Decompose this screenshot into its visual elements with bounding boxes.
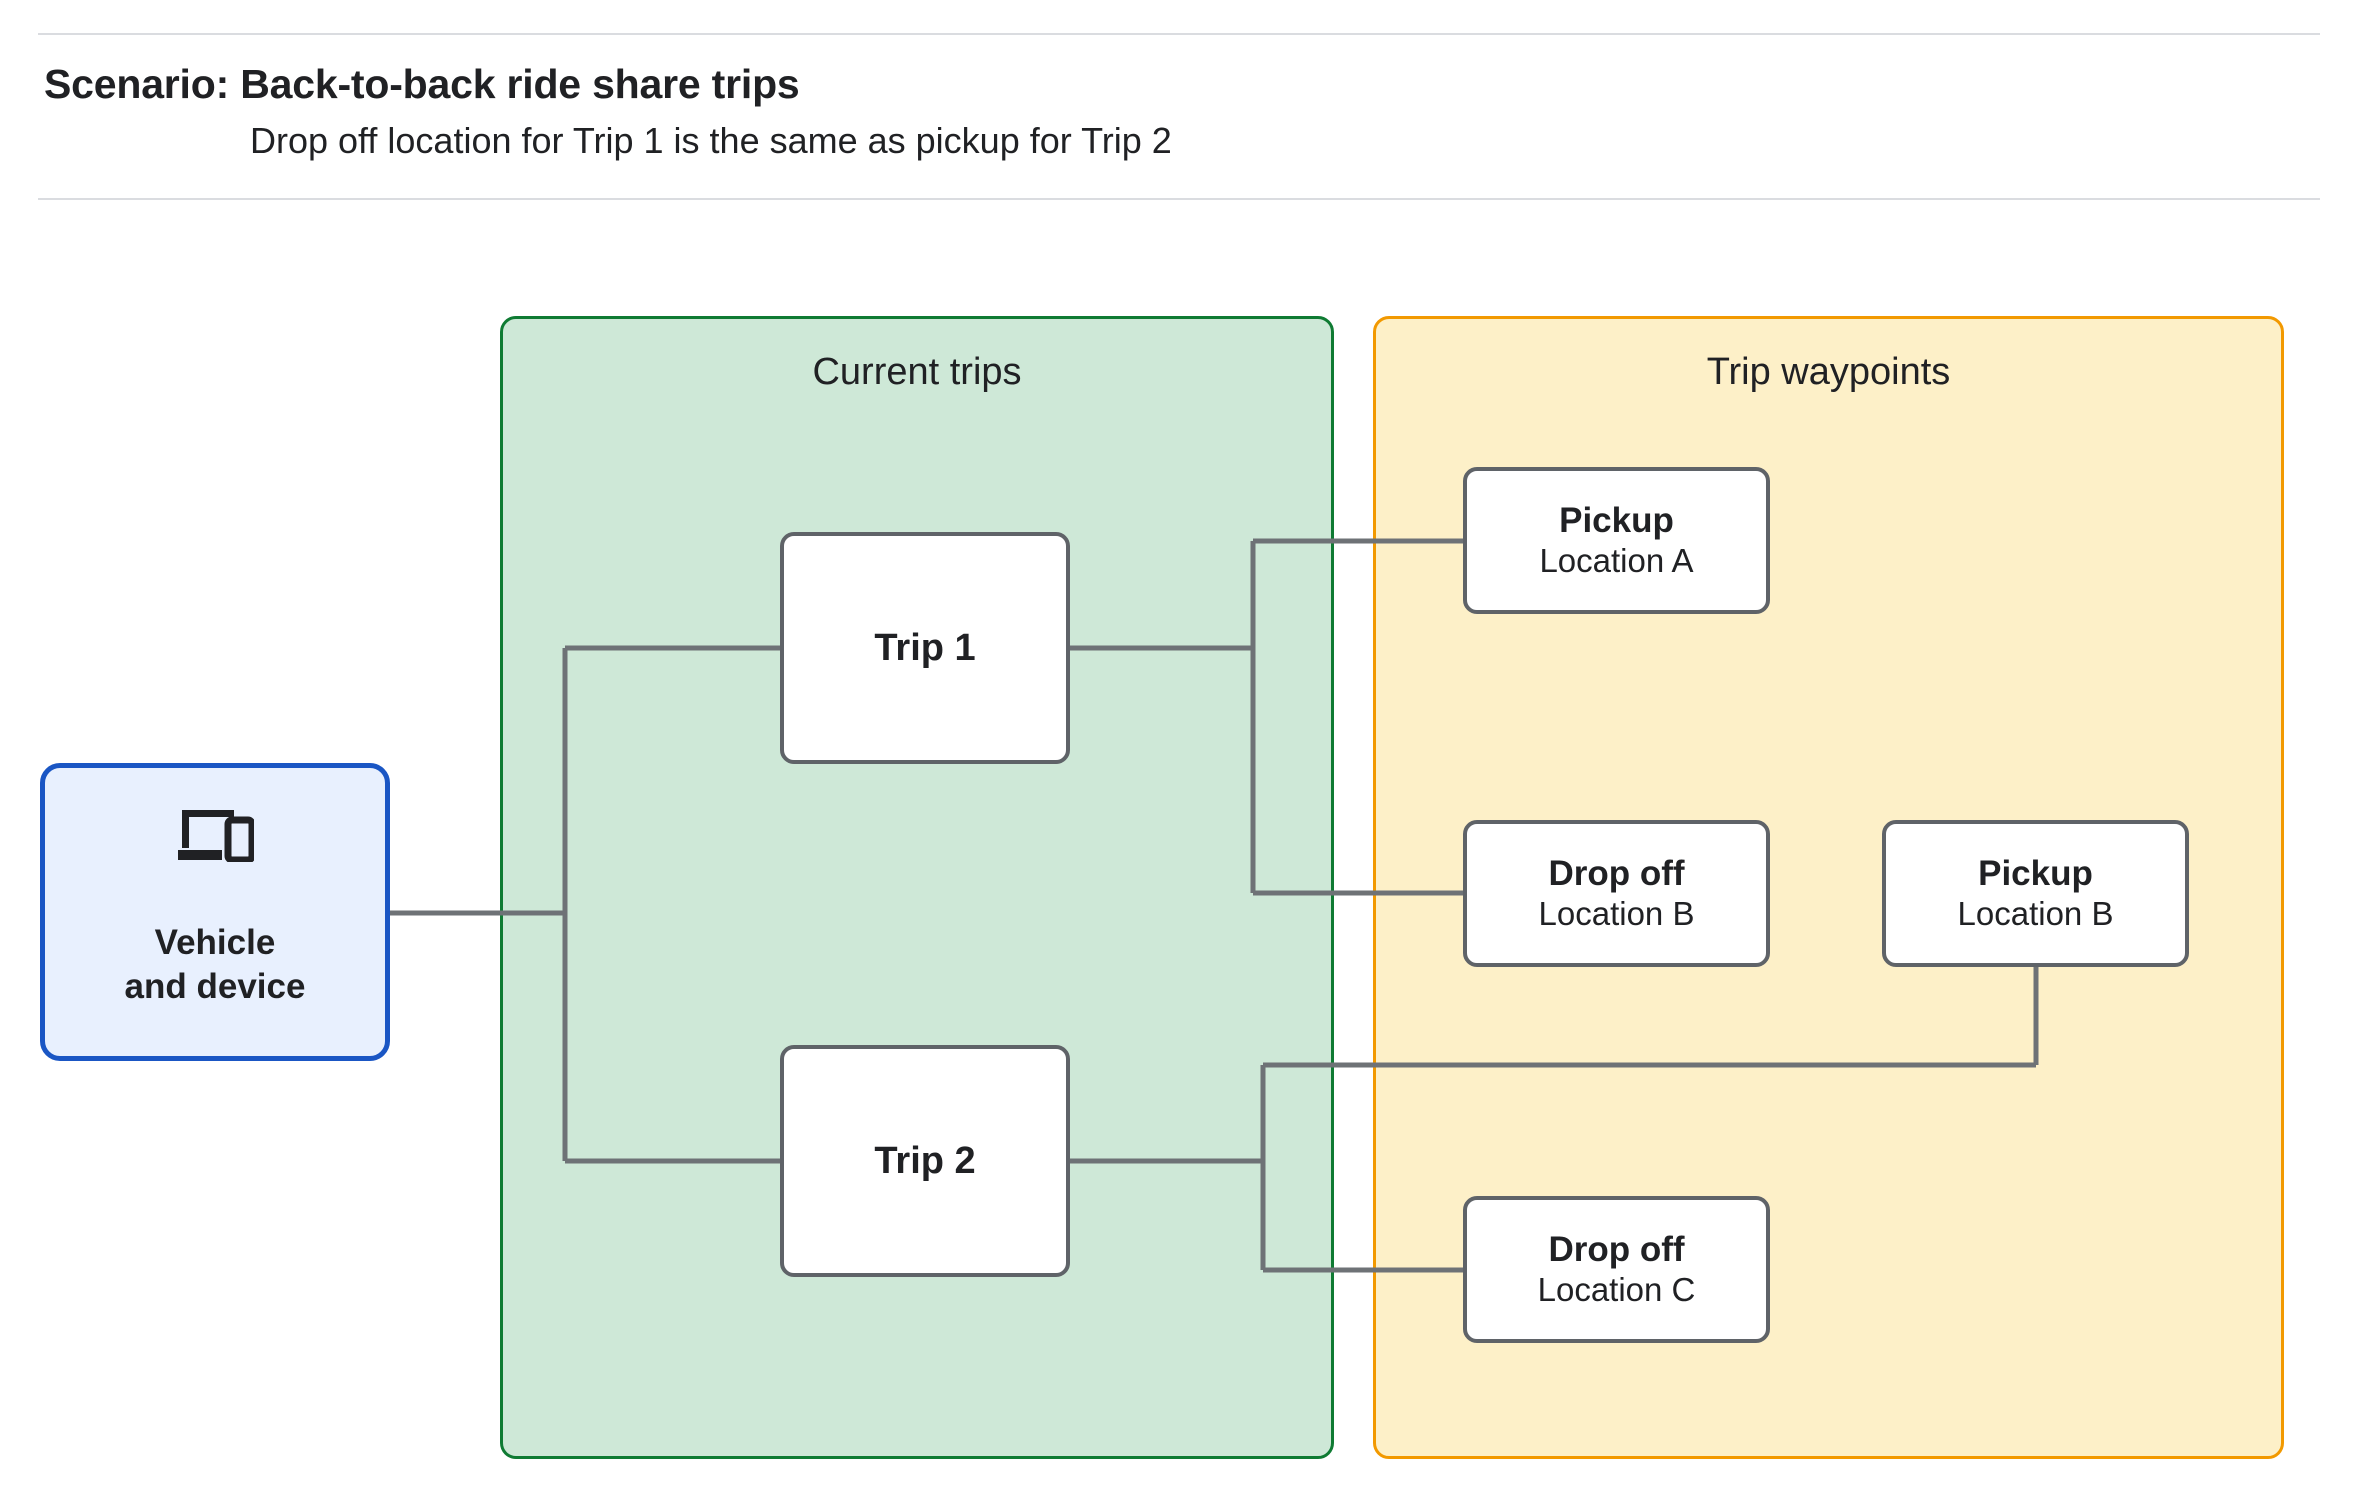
node-dropoff-b-location: Location B bbox=[1538, 894, 1695, 932]
group-current-trips-label: Current trips bbox=[812, 351, 1022, 393]
node-dropoff-location-b[interactable]: Drop off Location B bbox=[1463, 820, 1770, 967]
node-pickup-a-location: Location A bbox=[1539, 541, 1694, 579]
node-vehicle-and-device[interactable]: Vehicle and device bbox=[40, 763, 390, 1061]
node-vehicle-label-line2: and device bbox=[124, 967, 306, 1007]
node-dropoff-c-title: Drop off bbox=[1548, 1230, 1685, 1270]
page-title: Scenario: Back-to-back ride share trips bbox=[44, 61, 800, 107]
node-pickup-location-b[interactable]: Pickup Location B bbox=[1882, 820, 2189, 967]
group-trip-waypoints-label: Trip waypoints bbox=[1706, 351, 1951, 393]
devices-icon bbox=[176, 806, 256, 867]
node-vehicle-label: Vehicle and device bbox=[125, 921, 306, 1010]
node-pickup-b-title: Pickup bbox=[1978, 854, 2093, 894]
header-divider-top bbox=[38, 33, 2320, 35]
node-trip-1-label: Trip 1 bbox=[874, 626, 976, 669]
node-dropoff-b-title: Drop off bbox=[1548, 854, 1685, 894]
node-trip-1[interactable]: Trip 1 bbox=[780, 532, 1070, 764]
node-pickup-location-a[interactable]: Pickup Location A bbox=[1463, 467, 1770, 614]
node-pickup-b-location: Location B bbox=[1957, 894, 2114, 932]
node-trip-2[interactable]: Trip 2 bbox=[780, 1045, 1070, 1277]
node-vehicle-label-line1: Vehicle bbox=[154, 923, 276, 962]
header-divider-bottom bbox=[38, 198, 2320, 200]
page-subtitle: Drop off location for Trip 1 is the same… bbox=[250, 120, 1172, 161]
node-pickup-a-title: Pickup bbox=[1559, 501, 1674, 541]
node-trip-2-label: Trip 2 bbox=[874, 1139, 976, 1182]
node-dropoff-location-c[interactable]: Drop off Location C bbox=[1463, 1196, 1770, 1343]
node-dropoff-c-location: Location C bbox=[1537, 1270, 1696, 1308]
group-current-trips: Current trips bbox=[500, 316, 1334, 1459]
